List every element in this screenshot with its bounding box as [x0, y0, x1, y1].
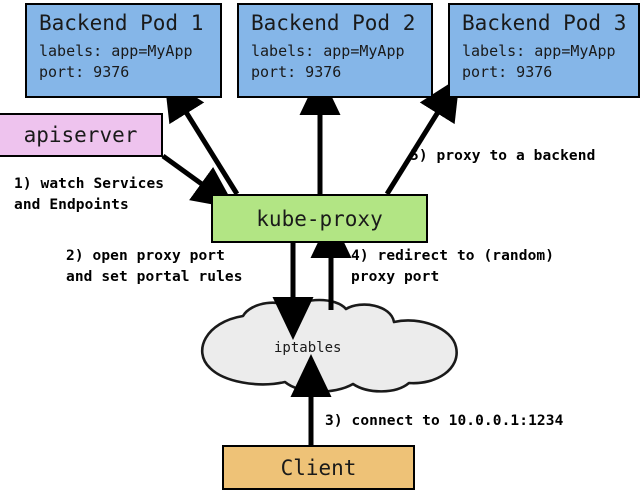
annotation-step-4-line-1: 4) redirect to (random) [351, 248, 555, 264]
backend-pod-2-box[interactable]: Backend Pod 2 labels: app=MyApp port: 93… [237, 3, 433, 98]
annotation-step-3: 3) connect to 10.0.0.1:1234 [325, 413, 564, 429]
backend-pod-3-labels: labels: app=MyApp [462, 42, 616, 60]
kube-proxy-label: kube-proxy [256, 206, 383, 231]
apiserver-label: apiserver [23, 123, 138, 147]
backend-pod-1-labels: labels: app=MyApp [39, 42, 193, 60]
backend-pod-2-title: Backend Pod 2 [251, 11, 416, 35]
iptables-label: iptables [274, 340, 342, 356]
apiserver-box[interactable]: apiserver [0, 113, 163, 157]
backend-pod-3-port: port: 9376 [462, 63, 553, 81]
arrow-kubeproxy-to-pod1 [164, 76, 240, 196]
annotation-step-1-line-2: and Endpoints [14, 197, 129, 213]
backend-pod-3-box[interactable]: Backend Pod 3 labels: app=MyApp port: 93… [448, 3, 640, 98]
iptables-cloud [200, 298, 458, 393]
arrow-kubeproxy-to-pod3 [384, 76, 460, 196]
backend-pod-1-port: port: 9376 [39, 63, 130, 81]
backend-pod-2-labels: labels: app=MyApp [251, 42, 405, 60]
arrow-apiserver-to-kubeproxy [161, 153, 236, 209]
backend-pod-2-port: port: 9376 [251, 63, 342, 81]
annotation-step-2-line-2: and set portal rules [66, 269, 243, 285]
annotation-step-1-line-1: 1) watch Services [14, 176, 165, 192]
annotation-step-5: 5) proxy to a backend [410, 148, 596, 164]
client-label: Client [280, 455, 357, 480]
client-box[interactable]: Client [222, 445, 415, 490]
annotation-step-2-line-1: 2) open proxy port [66, 248, 225, 264]
backend-pod-1-box[interactable]: Backend Pod 1 labels: app=MyApp port: 93… [25, 3, 222, 98]
backend-pod-1-title: Backend Pod 1 [39, 11, 204, 35]
annotation-step-4-line-2: proxy port [351, 269, 440, 285]
kube-proxy-box[interactable]: kube-proxy [211, 194, 428, 243]
backend-pod-3-title: Backend Pod 3 [462, 11, 627, 35]
